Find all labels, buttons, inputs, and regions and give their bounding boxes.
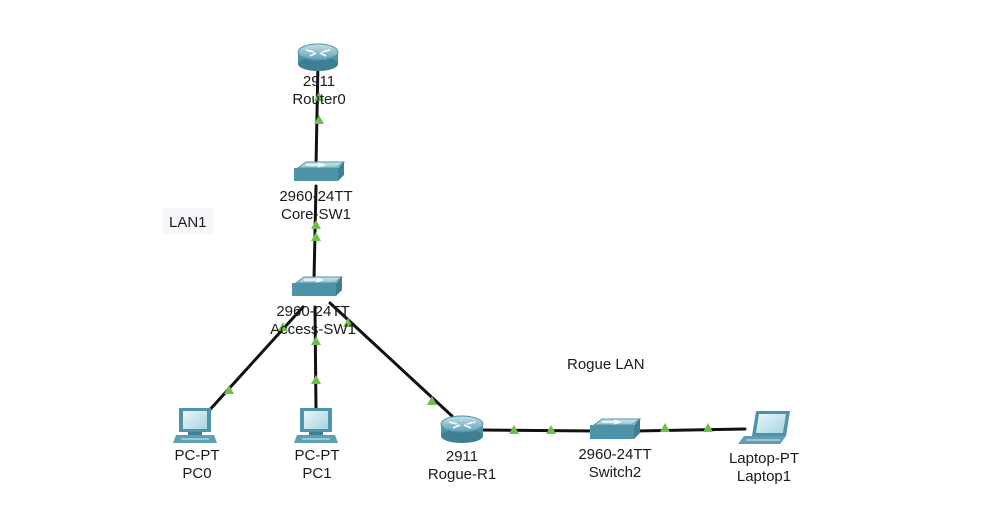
device-core-sw1[interactable]: 2960-24TT Core-SW1 bbox=[279, 161, 353, 223]
device-model-label: 2911 bbox=[303, 73, 335, 90]
device-model-label: Laptop-PT bbox=[729, 450, 799, 467]
device-pc1[interactable]: PC-PT PC1 bbox=[294, 408, 340, 482]
switch-icon bbox=[590, 418, 642, 439]
port-up-indicator bbox=[703, 423, 713, 432]
device-name-label: PC0 bbox=[182, 465, 211, 482]
port-up-indicator bbox=[278, 322, 288, 331]
port-up-indicator bbox=[427, 396, 437, 405]
link-core-sw1-access-sw1[interactable] bbox=[312, 184, 318, 282]
device-name-label: Router0 bbox=[292, 91, 345, 108]
device-model-label: 2960-24TT bbox=[276, 303, 349, 320]
link-switch2-laptop1[interactable] bbox=[630, 427, 747, 433]
device-rogue-r1[interactable]: 2911 Rogue-R1 bbox=[428, 415, 496, 483]
area-label-lan1[interactable]: LAN1 bbox=[163, 208, 213, 234]
switch-icon bbox=[292, 276, 344, 296]
port-up-indicator bbox=[224, 385, 234, 394]
port-indicators bbox=[224, 92, 713, 434]
port-up-indicator bbox=[311, 220, 321, 229]
port-up-indicator bbox=[546, 425, 556, 434]
port-up-indicator bbox=[509, 425, 519, 434]
device-model-label: 2911 bbox=[446, 448, 478, 465]
device-model-label: 2960-24TT bbox=[578, 446, 651, 463]
pc-icon bbox=[173, 408, 217, 443]
port-up-indicator bbox=[314, 92, 324, 101]
device-model-label: 2960-24TT bbox=[279, 188, 352, 205]
router-icon bbox=[440, 415, 484, 443]
device-name-label: Rogue-R1 bbox=[428, 466, 496, 483]
port-up-indicator bbox=[311, 232, 321, 241]
router-icon bbox=[297, 43, 339, 71]
area-label-rogue-lan[interactable]: Rogue LAN bbox=[567, 356, 645, 373]
pc-icon bbox=[294, 408, 338, 443]
device-name-label: PC1 bbox=[302, 465, 331, 482]
device-name-label: Core-SW1 bbox=[281, 206, 351, 223]
link-rogue-r1-switch2[interactable] bbox=[480, 428, 598, 433]
device-name-label: Switch2 bbox=[589, 464, 642, 481]
port-up-indicator bbox=[311, 375, 321, 384]
link-access-sw1-pc0[interactable] bbox=[204, 305, 305, 416]
laptop-icon bbox=[738, 411, 790, 444]
device-model-label: PC-PT bbox=[295, 447, 340, 464]
device-name-label: Laptop1 bbox=[737, 468, 791, 485]
device-name-label: Access-SW1 bbox=[270, 321, 356, 338]
port-up-indicator bbox=[314, 115, 324, 124]
links bbox=[204, 60, 747, 433]
device-model-label: PC-PT bbox=[175, 447, 220, 464]
area-label-background bbox=[163, 208, 213, 234]
device-pc0[interactable]: PC-PT PC0 bbox=[173, 408, 220, 482]
port-up-indicator bbox=[660, 423, 670, 432]
area-label-text: LAN1 bbox=[169, 214, 207, 231]
device-switch2[interactable]: 2960-24TT Switch2 bbox=[578, 418, 652, 481]
device-laptop1[interactable]: Laptop-PT Laptop1 bbox=[729, 411, 799, 485]
switch-icon bbox=[294, 161, 346, 181]
link-access-sw1-pc1[interactable] bbox=[313, 305, 318, 412]
link-router0-core-sw1[interactable] bbox=[314, 60, 320, 168]
port-up-indicator bbox=[311, 336, 321, 345]
device-router0[interactable]: 2911 Router0 bbox=[292, 43, 346, 108]
device-access-sw1[interactable]: 2960-24TT Access-SW1 bbox=[270, 276, 356, 338]
port-up-indicator bbox=[343, 318, 353, 327]
